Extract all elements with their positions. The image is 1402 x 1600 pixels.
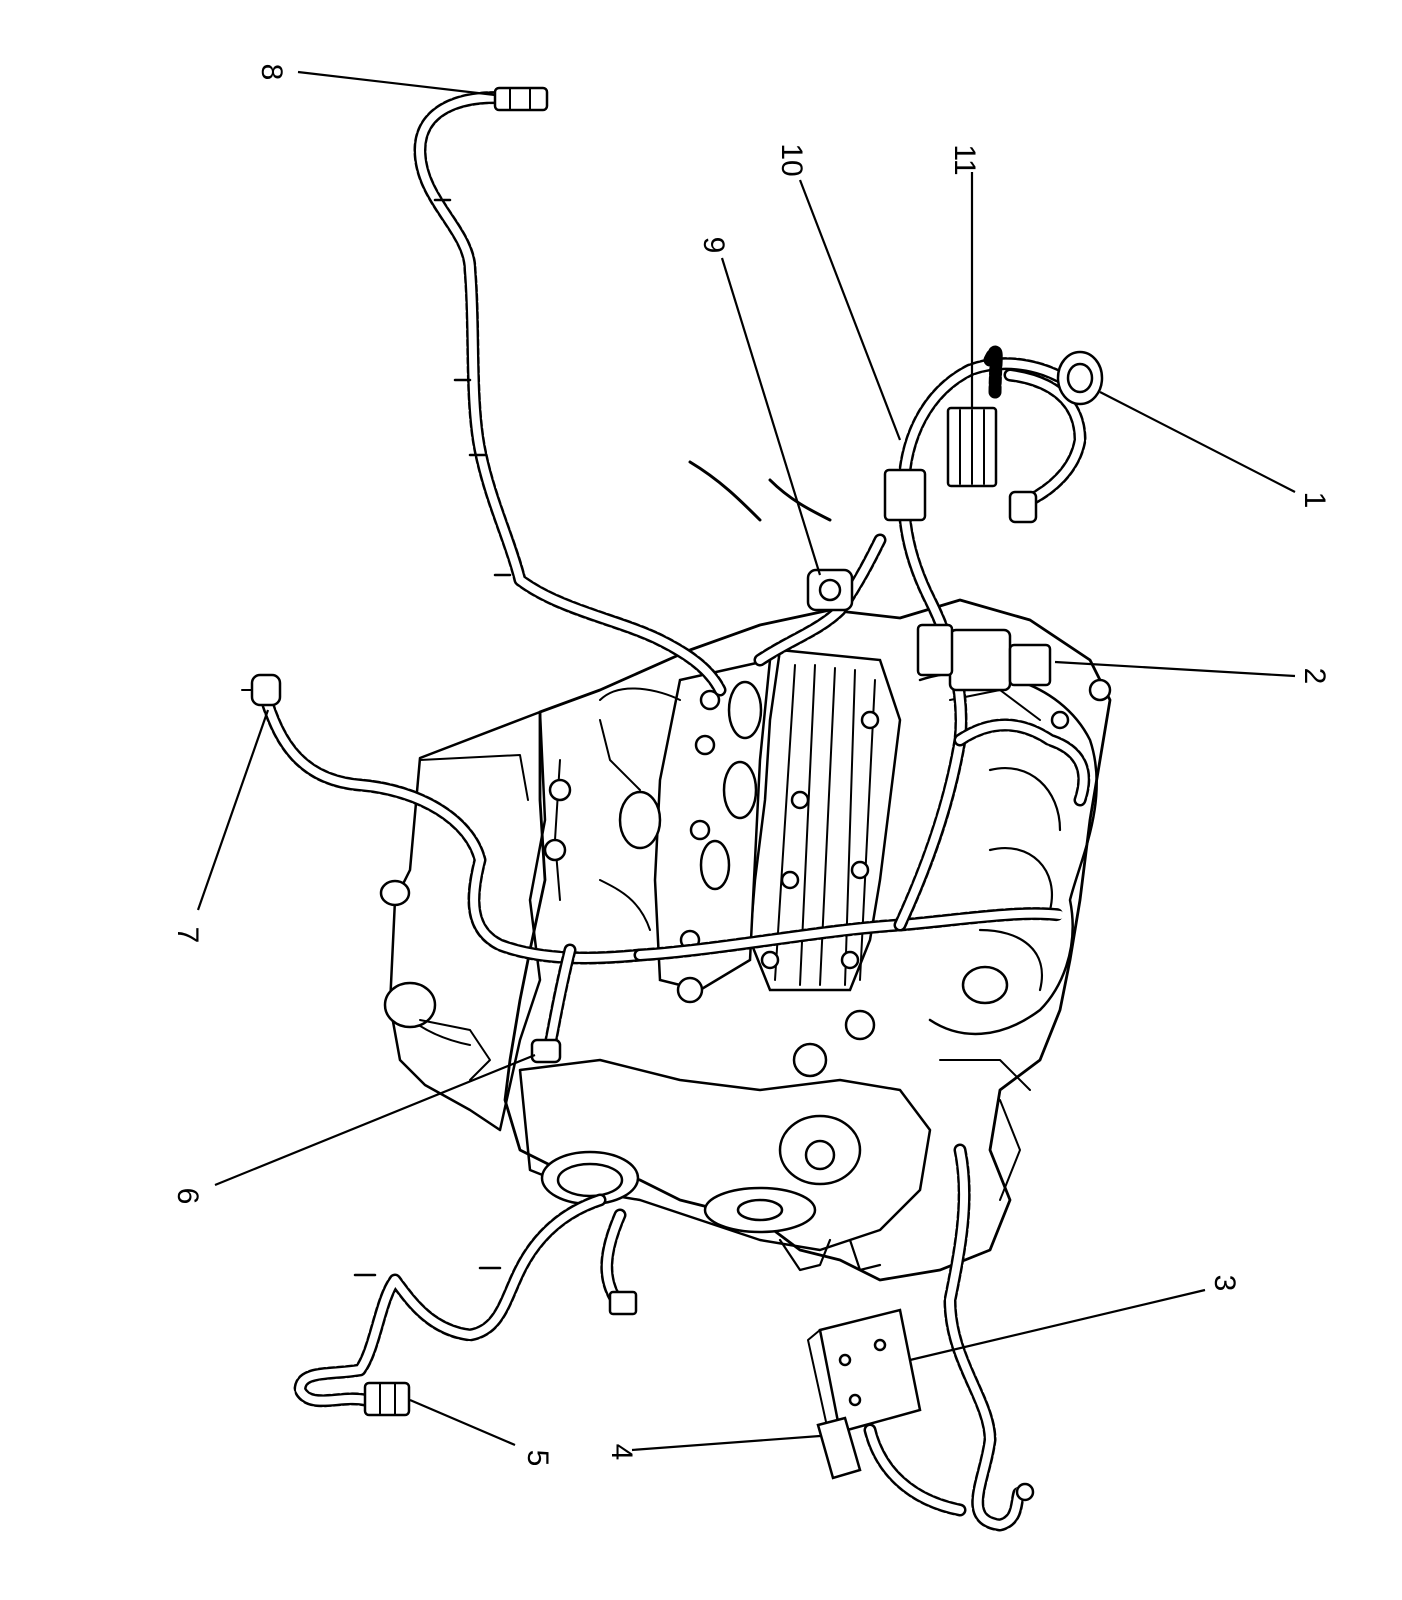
callout-labels: 1 2 3 4 5 6 7 8 9 10 11 [171, 64, 1331, 1467]
harness-branch-2 [953, 718, 1091, 807]
callout-11: 11 [948, 144, 981, 175]
housing-bolt [379, 879, 411, 907]
bracket-3 [818, 1308, 922, 1434]
callout-10: 10 [775, 143, 808, 176]
callout-3: 3 [1208, 1275, 1241, 1292]
coil-boot-2 [722, 760, 758, 820]
leader-8 [297, 70, 496, 97]
coil-boot-1 [727, 680, 763, 740]
connector-4 [816, 1416, 862, 1480]
coil-boot-3 [699, 839, 731, 891]
callout-6: 6 [171, 1188, 204, 1205]
intake-manifold [918, 671, 1098, 1036]
wiring-harness [261, 91, 1091, 1532]
callout-5: 5 [521, 1450, 554, 1467]
callout-1: 1 [1298, 492, 1331, 509]
connector-5b [608, 1290, 638, 1316]
callout-2: 2 [1298, 668, 1331, 685]
engine-assembly [379, 598, 1112, 1282]
harness-branch-7 [261, 698, 647, 965]
leader-10 [798, 179, 902, 441]
front-bolt [792, 1042, 828, 1078]
harness-branch-11 [983, 345, 1003, 402]
sensor-2 [948, 628, 1012, 692]
connectors [241, 86, 1104, 1502]
callout-7: 7 [171, 927, 204, 944]
leader-4 [631, 1434, 821, 1452]
intake-port [961, 965, 1009, 1005]
callout-4: 4 [605, 1444, 638, 1461]
transaxle-housing [388, 710, 547, 1132]
leader-5 [409, 1398, 516, 1447]
engine-block-outline [503, 598, 1112, 1282]
connector-5 [363, 1381, 411, 1417]
connector-7 [250, 673, 282, 707]
callout-9: 9 [697, 237, 730, 254]
connector-8 [493, 86, 549, 112]
leader-2 [1054, 660, 1296, 678]
junction-10 [883, 468, 927, 522]
harness-branch-4 [863, 1423, 967, 1517]
housing-mount-boss [383, 981, 437, 1029]
harness-branch-8 [413, 91, 727, 697]
sensor-6 [530, 1038, 562, 1064]
leader-1 [1099, 391, 1296, 493]
leader-lines [196, 70, 1296, 1452]
leader-9 [720, 257, 822, 576]
callout-8: 8 [255, 64, 288, 81]
connector-1-pigtail [1008, 490, 1038, 524]
leader-7 [196, 709, 270, 911]
oil-filler-port [618, 790, 662, 850]
valve-cover [748, 648, 902, 992]
leader-6 [214, 1053, 536, 1187]
leader-3 [909, 1288, 1206, 1362]
